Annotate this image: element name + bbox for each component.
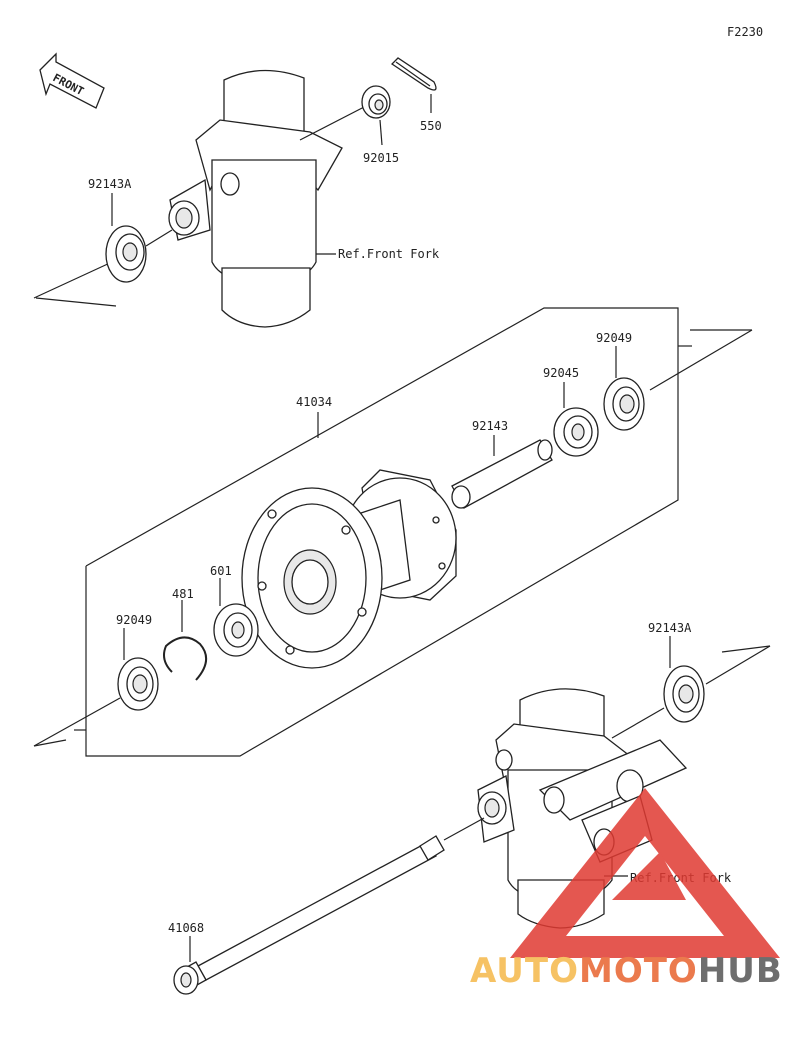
bearing-92045: [553, 407, 599, 457]
front-arrow-icon: FRONT: [39, 52, 105, 109]
collar-92143: [451, 439, 553, 509]
label-92143: 92143: [472, 419, 508, 433]
label-92143A-top: 92143A: [88, 177, 132, 191]
diagram-code: F2230: [727, 25, 763, 39]
label-92143A-bottom: 92143A: [648, 621, 692, 635]
label-92049-left: 92049: [116, 613, 152, 627]
label-601: 601: [210, 564, 232, 578]
nut-92015: [361, 85, 391, 119]
watermark-auto: AUTO: [470, 951, 579, 991]
cotter-pin-550: [390, 57, 437, 91]
watermark-moto: MOTO: [579, 951, 698, 991]
svg-text:AUTOMOTOHUB: AUTOMOTOHUB: [470, 951, 783, 991]
wheel-hub-41034: [241, 469, 457, 669]
oil-seal-92049-left: [117, 657, 159, 711]
front-fork-upper: [168, 69, 343, 328]
label-481: 481: [172, 587, 194, 601]
ref-label-top: Ref.Front Fork: [338, 247, 440, 261]
watermark-hub: HUB: [698, 951, 783, 991]
label-92049-right: 92049: [596, 331, 632, 345]
oil-seal-92049-right: [603, 377, 645, 431]
label-41068: 41068: [168, 921, 204, 935]
automotohub-watermark: AUTOMOTOHUB: [470, 788, 783, 991]
label-92045: 92045: [543, 366, 579, 380]
label-41034: 41034: [296, 395, 332, 409]
bearing-601: [213, 603, 259, 657]
label-550: 550: [420, 119, 442, 133]
label-92015: 92015: [363, 151, 399, 165]
axle-41068: [173, 835, 445, 995]
spacer-92143A-bottom: [663, 665, 705, 723]
circlip-481: [163, 636, 207, 681]
spacer-92143A-top: [105, 225, 147, 283]
